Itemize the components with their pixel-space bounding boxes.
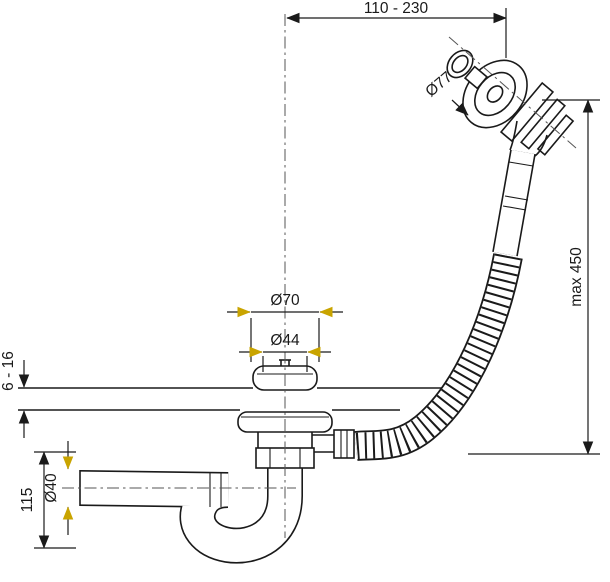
dimension-trap-height: 115 — [19, 451, 76, 549]
dimension-max-length: max 450 — [468, 99, 600, 455]
wall-flange-plate — [499, 81, 555, 143]
hose-corrugation — [354, 253, 521, 460]
label-panel-thickness: 6 - 16 — [0, 351, 17, 391]
dimension-top-span: 110 - 230 — [286, 0, 507, 58]
knob-stem — [463, 65, 489, 90]
overflow-axis-centerline — [448, 36, 577, 149]
dimension-panel-thickness: 6 - 16 — [0, 351, 30, 438]
overflow-assembly — [446, 49, 575, 157]
label-outlet-diameter: Ø40 — [43, 473, 60, 503]
label-top-span: 110 - 230 — [364, 0, 429, 17]
trap-pipe-body — [79, 462, 302, 563]
hose-union-nut — [333, 429, 355, 459]
centerlines — [62, 14, 577, 538]
tub-floor-lines — [18, 387, 470, 411]
flexible-hose — [354, 253, 523, 461]
telescopic-tube — [492, 149, 536, 257]
label-trap-height: 115 — [19, 488, 36, 513]
label-cap-diameter: Ø70 — [270, 292, 300, 309]
label-plug-diameter: Ø44 — [270, 332, 300, 349]
outlet-pipe-and-trap — [79, 462, 303, 564]
dimension-outlet-diameter: Ø40 — [43, 441, 74, 535]
dimension-plug-diameter: Ø44 — [239, 332, 331, 372]
drain-assembly — [237, 359, 355, 469]
label-max-length: max 450 — [568, 247, 585, 307]
